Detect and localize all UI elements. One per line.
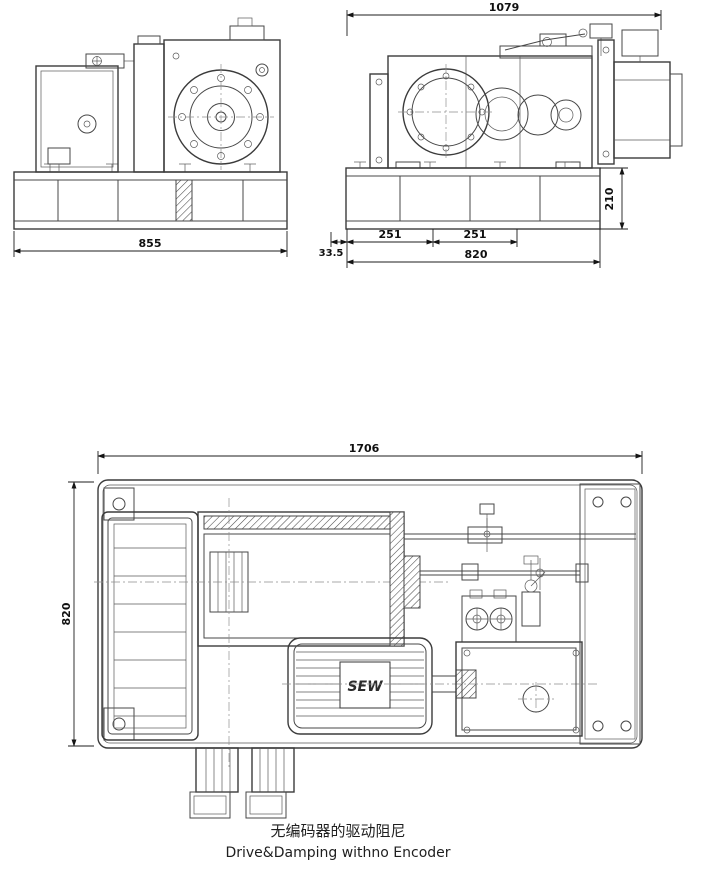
caption-chinese: 无编码器的驱动阻尼 (270, 822, 405, 840)
dim-855-label: 855 (139, 237, 162, 250)
plan-view: 1706 820 (60, 442, 643, 819)
dim-251-b-label: 251 (464, 228, 487, 241)
dim-210-label: 210 (603, 187, 616, 210)
sew-logo-box (339, 661, 391, 709)
front-view: 1079 (319, 1, 683, 268)
sew-logo: SEW (347, 679, 383, 695)
caption-english: Drive&Damping withno Encoder (225, 845, 450, 861)
dim-820-plan-label: 820 (60, 602, 73, 625)
dim-210: 210 (600, 167, 628, 230)
front-view-linkage (504, 23, 613, 56)
anchor-bolts (44, 163, 256, 172)
dim-820-front-label: 820 (465, 248, 488, 261)
front-view-base (345, 161, 601, 230)
dim-251-a-label: 251 (379, 228, 402, 241)
dim-bottom-row: 33.5 251 251 820 (319, 228, 601, 268)
front-view-motor (597, 29, 683, 165)
dim-1706-label: 1706 (349, 442, 380, 455)
front-view-housing (369, 45, 593, 169)
plan-gear-unit (94, 498, 450, 770)
dim-820-plan: 820 (60, 481, 94, 747)
dim-1706: 1706 (97, 442, 643, 474)
dim-1079: 1079 (346, 1, 662, 36)
side-view-panel (35, 53, 134, 173)
dim-855: 855 (13, 231, 288, 257)
plan-tank (455, 641, 583, 737)
plan-tie-rods (404, 503, 636, 590)
side-view-base (13, 163, 288, 230)
plan-feet (189, 747, 295, 819)
side-view-gearbox (133, 17, 281, 173)
dim-1079-label: 1079 (489, 1, 520, 14)
caption: 无编码器的驱动阻尼 Drive&Damping withno Encoder (225, 822, 450, 861)
plan-gearbox (101, 511, 199, 741)
plan-valves (461, 555, 546, 643)
plan-motor: SEW (282, 637, 598, 735)
dim-33-5-label: 33.5 (319, 248, 344, 259)
side-view: 855 (13, 17, 288, 257)
anchor-bolts-front (354, 161, 571, 168)
